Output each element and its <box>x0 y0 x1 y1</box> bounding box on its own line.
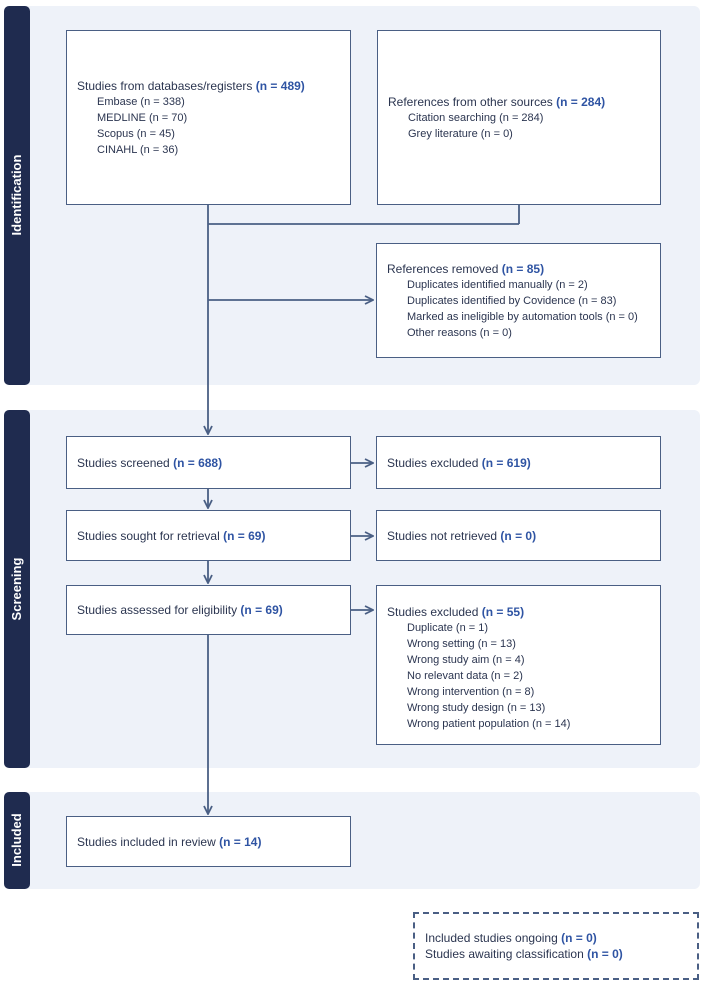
excluded-full-item: Wrong patient population (n = 14) <box>407 718 571 730</box>
other-sources-box: References from other sources (n = 284) … <box>377 30 661 205</box>
excluded-full-item: Wrong study aim (n = 4) <box>407 654 525 666</box>
not-retrieved-label: Studies not retrieved <box>387 528 498 543</box>
databases-item: Embase (n = 338) <box>97 95 185 108</box>
databases-count: (n = 489) <box>255 78 305 93</box>
databases-item: Scopus (n = 45) <box>97 127 175 140</box>
sought-count: (n = 69) <box>223 528 266 543</box>
excluded-full-count: (n = 55) <box>481 605 525 619</box>
removed-item: Duplicates identified by Covidence (n = … <box>407 294 617 307</box>
other-sources-item: Citation searching (n = 284) <box>408 111 544 124</box>
removed-item: Marked as ineligible by automation tools… <box>407 310 638 323</box>
assessed-label: Studies assessed for eligibility <box>77 603 238 617</box>
excluded-full-item: Wrong setting (n = 13) <box>407 638 516 650</box>
excluded-full-item: Wrong intervention (n = 8) <box>407 686 535 698</box>
excluded-full-item: Wrong study design (n = 13) <box>407 702 546 714</box>
other-sources-label: References from other sources <box>388 94 553 109</box>
removed-item: Other reasons (n = 0) <box>407 326 512 339</box>
sought-box: Studies sought for retrieval (n = 69) <box>66 510 351 561</box>
databases-box: Studies from databases/registers (n = 48… <box>66 30 351 205</box>
screening-tab <box>4 410 30 768</box>
identification-tab <box>4 6 30 385</box>
removed-box: References removed (n = 85) Duplicates i… <box>376 243 661 358</box>
awaiting-label: Studies awaiting classification <box>425 947 584 961</box>
ongoing-box: Included studies ongoing (n = 0) Studies… <box>413 912 699 980</box>
other-sources-count: (n = 284) <box>556 94 606 109</box>
removed-label: References removed <box>387 261 499 276</box>
ongoing-count: (n = 0) <box>561 931 597 945</box>
assessed-count: (n = 69) <box>240 603 283 617</box>
excluded-screen-label: Studies excluded <box>387 455 479 470</box>
removed-count: (n = 85) <box>501 261 545 276</box>
ongoing-label: Included studies ongoing <box>425 931 558 945</box>
removed-item: Duplicates identified manually (n = 2) <box>407 278 588 291</box>
excluded-screen-count: (n = 619) <box>481 455 531 470</box>
sought-label: Studies sought for retrieval <box>77 528 220 543</box>
databases-label: Studies from databases/registers <box>77 78 253 93</box>
excluded-full-box: Studies excluded (n = 55) Duplicate (n =… <box>376 585 661 745</box>
other-sources-item: Grey literature (n = 0) <box>408 127 513 140</box>
databases-item: MEDLINE (n = 70) <box>97 111 188 124</box>
not-retrieved-count: (n = 0) <box>500 528 537 543</box>
screened-box: Studies screened (n = 688) <box>66 436 351 489</box>
excluded-full-label: Studies excluded <box>387 605 479 619</box>
excluded-full-item: No relevant data (n = 2) <box>407 670 523 682</box>
screened-label: Studies screened <box>77 455 170 470</box>
databases-item: CINAHL (n = 36) <box>97 143 179 156</box>
excluded-full-item: Duplicate (n = 1) <box>407 622 489 634</box>
included-tab <box>4 792 30 889</box>
excluded-screen-box: Studies excluded (n = 619) <box>376 436 661 489</box>
included-review-count: (n = 14) <box>219 834 262 849</box>
awaiting-count: (n = 0) <box>587 947 623 961</box>
assessed-box: Studies assessed for eligibility (n = 69… <box>66 585 351 635</box>
screened-count: (n = 688) <box>173 455 223 470</box>
not-retrieved-box: Studies not retrieved (n = 0) <box>376 510 661 561</box>
included-review-label: Studies included in review <box>77 834 216 849</box>
included-review-box: Studies included in review (n = 14) <box>66 816 351 867</box>
